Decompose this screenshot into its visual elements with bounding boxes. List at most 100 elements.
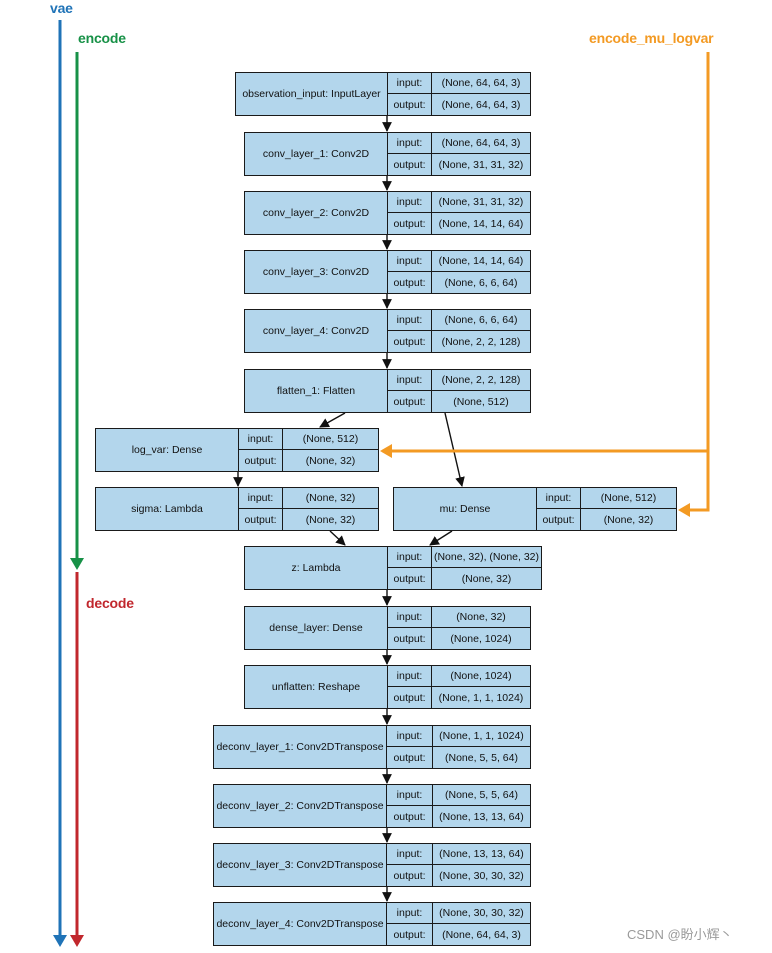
layer-name: deconv_layer_2: Conv2DTranspose xyxy=(214,785,387,827)
input-label: input: xyxy=(388,133,432,153)
input-label: input: xyxy=(388,370,432,390)
input-label: input: xyxy=(388,310,432,330)
output-label: output: xyxy=(388,628,432,649)
output-shape: (None, 32) xyxy=(305,454,356,467)
output-label: output: xyxy=(388,94,432,115)
layer-output-row: output:(None, 5, 5, 64) xyxy=(387,747,530,768)
layer-name: conv_layer_4: Conv2D xyxy=(245,310,388,352)
input-shape: (None, 13, 13, 64) xyxy=(439,848,524,860)
input-shape: (None, 32) xyxy=(456,611,506,623)
encode-mu-logvar-label: encode_mu_logvar xyxy=(589,30,714,46)
layer-output-row: output:(None, 32) xyxy=(537,509,676,530)
output-shape: (None, 64, 64, 3) xyxy=(442,928,521,941)
output-label: output: xyxy=(387,865,433,886)
encode-arrowhead-icon xyxy=(70,558,84,570)
input-label: input: xyxy=(239,429,283,449)
output-shape: (None, 1024) xyxy=(450,632,512,645)
input-label: input: xyxy=(388,73,432,93)
input-shape: (None, 30, 30, 32) xyxy=(439,907,524,919)
input-shape: (None, 64, 64, 3) xyxy=(441,77,521,89)
layer-name: z: Lambda xyxy=(245,547,388,589)
layer-output-row: output: (None, 6, 6, 64) xyxy=(388,272,530,293)
input-label: input: xyxy=(387,903,433,923)
layer-name: conv_layer_3: Conv2D xyxy=(245,251,388,293)
vae-label: vae xyxy=(50,0,73,16)
layer-name: log_var: Dense xyxy=(96,429,239,471)
input-label: input: xyxy=(387,726,433,746)
layer-name: flatten_1: Flatten xyxy=(245,370,388,412)
layer-input-row: input: (None, 14, 14, 64) xyxy=(388,251,530,272)
layer-output-row: output:(None, 64, 64, 3) xyxy=(387,924,530,945)
input-label: input: xyxy=(387,844,433,864)
output-shape: (None, 14, 14, 64) xyxy=(438,217,524,230)
layer-input-row: input:(None, 1, 1, 1024) xyxy=(387,726,530,747)
output-shape: (None, 6, 6, 64) xyxy=(444,276,518,289)
output-shape: (None, 32) xyxy=(603,513,654,526)
input-shape: (None, 64, 64, 3) xyxy=(441,137,521,149)
encode-label: encode xyxy=(78,30,126,46)
input-label: input: xyxy=(388,666,432,686)
layer-input-row: input: (None, 30, 30, 32) xyxy=(387,903,530,924)
layer-output-row: output: (None, 2, 2, 128) xyxy=(388,331,530,352)
output-shape: (None, 32) xyxy=(461,572,512,585)
layer-input-row: input:(None, 512) xyxy=(239,429,378,450)
layer-output-row: output:(None, 512) xyxy=(388,391,530,412)
input-shape: (None, 31, 31, 32) xyxy=(438,196,524,208)
layer-input-row: input: (None, 1024) xyxy=(388,666,530,687)
layer-input-row: input: (None, 31, 31, 32) xyxy=(388,192,530,213)
watermark: CSDN @盼小辉丶 xyxy=(627,927,733,942)
input-shape: (None, 32), (None, 32) xyxy=(433,551,540,563)
edge-mu-to-z xyxy=(429,530,453,546)
layer-input-row: input: (None, 13, 13, 64) xyxy=(387,844,530,865)
layer-input-row: input:(None, 32) xyxy=(239,488,378,509)
input-shape: (None, 32) xyxy=(305,492,356,504)
input-shape: (None, 6, 6, 64) xyxy=(444,314,518,326)
output-shape: (None, 2, 2, 128) xyxy=(441,335,521,348)
input-shape: (None, 14, 14, 64) xyxy=(438,255,524,267)
layer-input-row: input:(None, 32) xyxy=(388,607,530,628)
input-label: input: xyxy=(388,547,432,567)
output-label: output: xyxy=(387,747,433,768)
encode-mu-logvar-line-mu xyxy=(690,52,710,512)
input-shape: (None, 512) xyxy=(600,492,657,504)
output-label: output: xyxy=(388,391,432,412)
output-shape: (None, 32) xyxy=(305,513,356,526)
layer-input-row: input: (None, 64, 64, 3) xyxy=(388,133,530,154)
output-label: output: xyxy=(387,806,433,827)
layer-output-row: output:(None, 32) xyxy=(239,450,378,471)
layer-output-row: output:(None, 32) xyxy=(239,509,378,530)
output-label: output: xyxy=(388,331,432,352)
input-label: input: xyxy=(388,251,432,271)
input-shape: (None, 1024) xyxy=(450,670,512,682)
layer-name: deconv_layer_4: Conv2DTranspose xyxy=(214,903,387,945)
layer-output-row: output:(None, 64, 64, 3) xyxy=(388,94,530,115)
layer-name: deconv_layer_1: Conv2DTranspose xyxy=(214,726,387,768)
input-shape: (None, 2, 2, 128) xyxy=(441,374,521,386)
layer-output-row: output:(None, 1, 1, 1024) xyxy=(388,687,530,708)
layer-output-row: output: (None, 1024) xyxy=(388,628,530,649)
layer-name: mu: Dense xyxy=(394,488,537,530)
output-shape: (None, 13, 13, 64) xyxy=(439,810,524,823)
layer-input-row: input: (None, 6, 6, 64) xyxy=(388,310,530,331)
layer-name: conv_layer_1: Conv2D xyxy=(245,133,388,175)
layer-output-row: output: (None, 13, 13, 64) xyxy=(387,806,530,827)
encode-mu-logvar-arrowhead-mu-icon xyxy=(678,503,690,517)
output-label: output: xyxy=(388,687,432,708)
output-label: output: xyxy=(388,272,432,293)
vae-arrowhead-icon xyxy=(53,935,67,947)
input-label: input: xyxy=(388,192,432,212)
layer-input-row: input:(None, 32), (None, 32) xyxy=(388,547,541,568)
edge-sigma-to-z xyxy=(329,530,346,546)
layer-input-row: input:(None, 5, 5, 64) xyxy=(387,785,530,806)
